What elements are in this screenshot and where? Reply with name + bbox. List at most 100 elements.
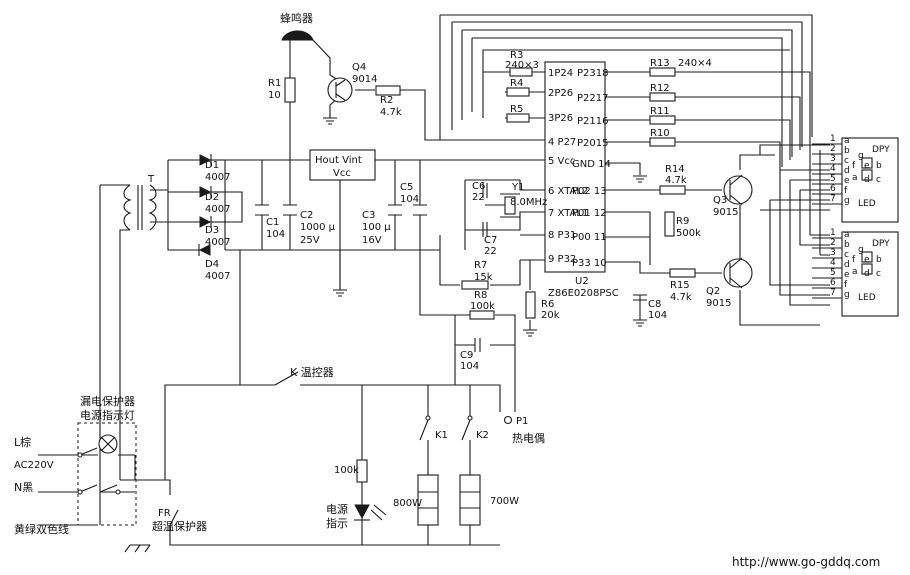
svg-text:6: 6	[830, 184, 836, 194]
r2-name: R2	[380, 95, 393, 106]
svg-text:d: d	[864, 175, 870, 185]
r11-name: R11	[650, 106, 670, 117]
mcu-pin-12: P01 12	[572, 208, 607, 219]
c1-name: C1	[266, 217, 279, 228]
power-led-line2: 指示	[326, 516, 348, 530]
mcu-pin-14: GND 14	[572, 159, 611, 170]
q4-name: Q4	[352, 62, 366, 73]
r13-name: R13	[650, 58, 670, 69]
power-led-line1: 电源	[326, 502, 348, 516]
y1-name: Y1	[511, 182, 524, 193]
mcu-pin-6: 6 XTAL2	[548, 186, 588, 197]
c7-value: 22	[484, 246, 497, 257]
svg-text:4: 4	[830, 164, 836, 174]
svg-text:4: 4	[830, 258, 836, 268]
regulator-out: Vcc	[333, 168, 351, 179]
svg-text:b: b	[844, 146, 850, 156]
c5-value: 104	[400, 194, 419, 205]
y1-value: 8.0MHz	[510, 197, 547, 208]
regulator-pins: Hout Vint	[315, 155, 362, 166]
svg-text:e: e	[864, 161, 870, 171]
fr-name: FR	[158, 508, 171, 519]
p1-label: 热电偶	[512, 432, 545, 445]
svg-text:3: 3	[830, 248, 836, 258]
svg-text:d: d	[844, 260, 850, 270]
mcu-pin-3: 3P26	[548, 113, 573, 124]
dpy2-footer: LED	[858, 293, 876, 303]
svg-text:e: e	[844, 270, 850, 280]
svg-text:b: b	[876, 255, 882, 265]
c3-name: C3	[362, 210, 375, 221]
mcu-pin-1: 1P24	[548, 68, 573, 79]
k2-label: K2	[476, 430, 489, 441]
svg-text:b: b	[844, 240, 850, 250]
watermark: http://www.go-gddq.com	[732, 555, 880, 569]
buzzer-icon	[281, 30, 314, 41]
thermostat-label: K 温控器	[290, 365, 334, 379]
mcu-pin-5: 5 Vcc	[548, 156, 575, 167]
labels: 蜂鸣器 R1 10 Q4 9014 R2 4.7k R3 240×3 R4 R5…	[14, 11, 890, 536]
k1-label: K1	[435, 430, 448, 441]
svg-text:a: a	[844, 230, 850, 240]
mcu-name: U2	[575, 276, 589, 287]
ground-wire-label: 黄绿双色线	[14, 522, 69, 536]
mcu-pin-18: P2318	[577, 68, 608, 79]
svg-text:c: c	[844, 250, 849, 260]
c8-name: C8	[648, 299, 661, 310]
svg-text:6: 6	[830, 278, 836, 288]
fr-label: 超温保护器	[152, 519, 207, 533]
r13-value: 240×4	[678, 58, 712, 69]
r9-value: 500k	[676, 228, 701, 239]
svg-text:g: g	[844, 196, 850, 206]
d3-name: D3	[205, 225, 219, 236]
mcu-pin-13: P02 13	[572, 186, 607, 197]
svg-text:c: c	[876, 269, 881, 279]
q2-name: Q2	[706, 286, 720, 297]
svg-text:f: f	[844, 186, 848, 196]
svg-text:e: e	[864, 255, 870, 265]
svg-text:g: g	[858, 245, 864, 255]
c2-voltage: 25V	[300, 235, 320, 246]
c9-name: C9	[460, 350, 473, 361]
svg-text:f: f	[844, 280, 848, 290]
r8-value: 100k	[470, 301, 495, 312]
c5-name: C5	[400, 182, 413, 193]
dpy2-pins: 1 2 3 4 5 6 7 a b c d e f g g f e b a d …	[830, 228, 882, 300]
svg-text:2: 2	[830, 238, 836, 248]
svg-text:c: c	[844, 156, 849, 166]
d1-value: 4007	[205, 172, 230, 183]
mcu-part: Z86E0208PSC	[548, 288, 619, 299]
svg-text:3: 3	[830, 154, 836, 164]
c3-voltage: 16V	[362, 235, 382, 246]
svg-text:a: a	[852, 173, 858, 183]
r12-name: R12	[650, 83, 670, 94]
svg-text:7: 7	[830, 288, 836, 298]
svg-text:c: c	[876, 175, 881, 185]
leakage-line1: 漏电保护器	[80, 394, 135, 408]
r3-name: R3	[510, 50, 523, 61]
q4-value: 9014	[352, 74, 377, 85]
svg-text:1: 1	[830, 134, 836, 144]
r7-value: 15k	[474, 272, 493, 283]
r9-name: R9	[676, 216, 689, 227]
c7-name: C7	[484, 235, 497, 246]
components	[77, 30, 899, 553]
svg-text:2: 2	[830, 144, 836, 154]
r2-value: 4.7k	[380, 107, 402, 118]
r6-name: R6	[541, 299, 554, 310]
svg-text:5: 5	[830, 174, 836, 184]
d3-value: 4007	[205, 237, 230, 248]
r10-name: R10	[650, 128, 670, 139]
mcu-pin-16: P2116	[577, 116, 608, 127]
r14-name: R14	[665, 164, 685, 175]
r4-name: R4	[510, 78, 523, 89]
q3-name: Q3	[713, 195, 727, 206]
mcu-pin-15: P2015	[577, 138, 608, 149]
mcu-pin-4: 4 P27	[548, 137, 576, 148]
c6-name: C6	[472, 181, 485, 192]
svg-text:d: d	[844, 166, 850, 176]
svg-text:5: 5	[830, 268, 836, 278]
l-line-label: L棕	[14, 435, 31, 449]
svg-text:1: 1	[830, 228, 836, 238]
mcu-pin-9: 9 P32	[548, 254, 576, 265]
